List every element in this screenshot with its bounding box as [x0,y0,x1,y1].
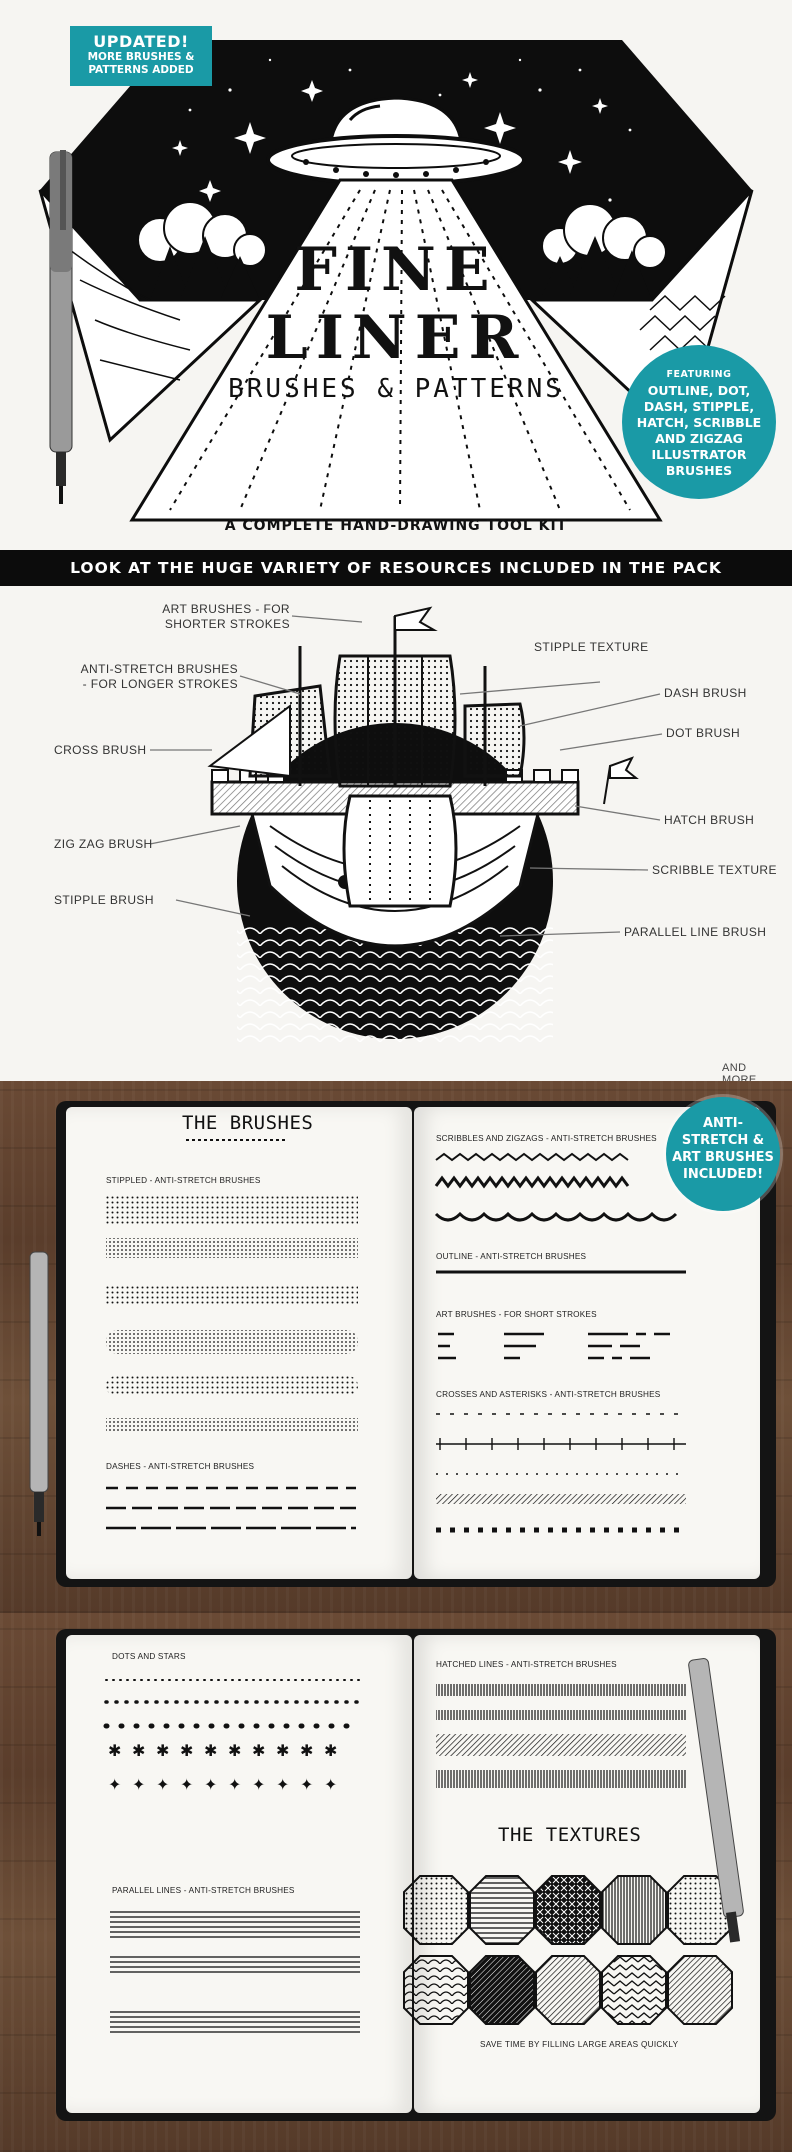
features-badge-line: AND ZIGZAG [655,431,743,446]
scribbles-label: SCRIBBLES AND ZIGZAGS - ANTI-STRETCH BRU… [436,1134,657,1143]
ship-illustration [149,606,663,1046]
callout-anti-stretch: ANTI-STRETCH BRUSHES - FOR LONGER STROKE… [66,662,238,692]
ground-left [38,188,264,443]
ship-flag [394,606,438,631]
anti-badge-line: ANTI- [702,1116,744,1131]
stippled-label: STIPPLED - ANTI-STRETCH BRUSHES [106,1176,261,1185]
tagline: A COMPLETE HAND-DRAWING TOOL KIT [224,518,568,534]
save-time-caption: SAVE TIME BY FILLING LARGE AREAS QUICKLY [480,2040,679,2049]
features-badge-line: HATCH, SCRIBBLE [636,415,762,430]
updated-badge-line2: MORE BRUSHES & [87,51,195,63]
notebook-textures-section [0,1613,792,2152]
parallel-lines-label: PARALLEL LINES - ANTI-STRETCH BRUSHES [112,1886,295,1895]
callout-text: ANTI-STRETCH BRUSHES [80,662,238,676]
beam-dashes [169,189,631,511]
callout-hatch-brush: HATCH BRUSH [664,813,755,827]
callout-dash-brush: DASH BRUSH [664,686,747,700]
title-subtitle: BRUSHES & PATTERNS [228,374,564,404]
the-textures-heading: THE TEXTURES [498,1824,642,1846]
sail-lower [342,794,458,908]
outline-label: OUTLINE - ANTI-STRETCH BRUSHES [436,1252,587,1261]
product-title: FINE LINER BRUSHES & PATTERNS [0,236,792,404]
hatched-lines-label: HATCHED LINES - ANTI-STRETCH BRUSHES [436,1660,617,1669]
updated-badge: UPDATED! MORE BRUSHES & PATTERNS ADDED [70,26,212,86]
hero-section: UPDATED! MORE BRUSHES & PATTERNS ADDED F… [0,0,792,550]
features-badge-line: OUTLINE, DOT, [647,383,751,398]
resources-banner: LOOK AT THE HUGE VARIETY OF RESOURCES IN… [0,550,792,586]
callout-text: SHORTER STROKES [164,617,290,631]
callout-stipple-texture: STIPPLE TEXTURE [534,640,649,654]
callout-text: - FOR LONGER STROKES [82,677,238,691]
callout-zigzag-brush: ZIG ZAG BRUSH [54,837,153,851]
updated-badge-line1: UPDATED! [93,32,189,51]
crosses-label: CROSSES AND ASTERISKS - ANTI-STRETCH BRU… [436,1390,661,1399]
hero-illustration [38,40,754,522]
features-badge-line: BRUSHES [665,463,733,478]
trees-right [540,236,652,300]
callout-stipple-brush: STIPPLE BRUSH [54,893,154,907]
callout-art-brushes: ART BRUSHES - FOR SHORTER STROKES [150,602,290,632]
sail-right [463,702,526,778]
notebook-brushes-section [0,1081,792,1613]
anti-badge-line: ART BRUSHES [672,1150,774,1165]
clouds-right [541,203,667,269]
dots-stars-label: DOTS AND STARS [112,1652,186,1661]
anti-stretch-badge: ANTI- STRETCH & ART BRUSHES INCLUDED! [666,1097,780,1211]
callout-cross-brush: CROSS BRUSH [54,743,147,757]
anti-badge-line: STRETCH & [681,1133,765,1148]
callout-lines [149,615,663,937]
features-badge-line: ILLUSTRATOR [651,447,747,462]
title-liner: LINER [265,303,527,373]
callout-dot-brush: DOT BRUSH [666,726,741,740]
callout-parallel-line-brush: PARALLEL LINE BRUSH [624,925,767,939]
trees-left [150,236,260,300]
features-badge: FEATURING OUTLINE, DOT, DASH, STIPPLE, H… [622,345,776,499]
dashes-label: DASHES - ANTI-STRETCH BRUSHES [106,1462,255,1471]
art-label: ART BRUSHES - FOR SHORT STROKES [436,1310,597,1319]
callout-scribble-texture: SCRIBBLE TEXTURE [652,863,777,877]
title-fine: FINE [294,235,498,305]
anti-badge-line: INCLUDED! [682,1167,764,1182]
stars-group [158,58,632,222]
callout-text: ART BRUSHES - FOR [162,602,290,616]
page-left [66,1635,412,2113]
features-badge-line: DASH, STIPPLE, [643,399,755,414]
features-badge-line: FEATURING [666,369,732,380]
ufo-icon [266,96,526,186]
ship-section: ART BRUSHES - FOR SHORTER STROKES ANTI-S… [0,586,792,1081]
light-beam [129,178,663,522]
pen-left-icon [49,150,73,504]
the-brushes-heading: THE BRUSHES [182,1112,314,1134]
updated-badge-line3: PATTERNS ADDED [88,64,194,76]
